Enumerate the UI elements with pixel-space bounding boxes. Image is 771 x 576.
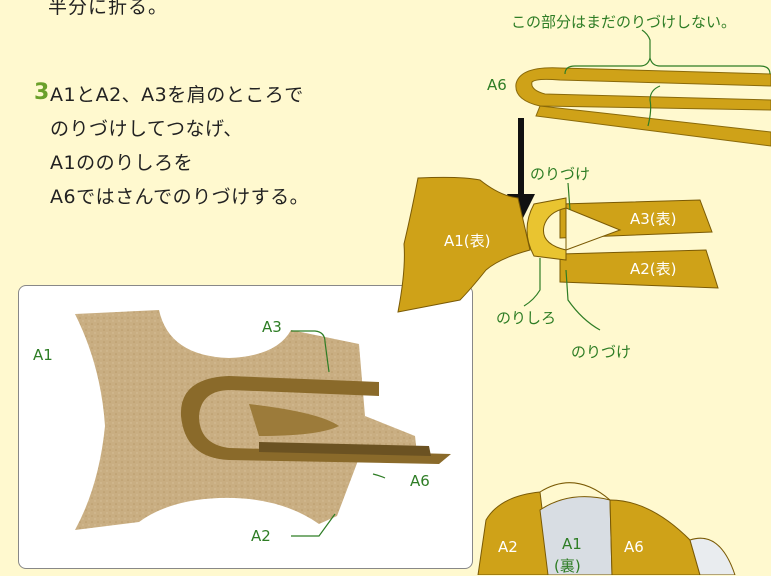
photo-label-a3: A3 <box>262 318 282 336</box>
instruction-fold-half: 半分に折る。 <box>48 0 169 18</box>
label-a3-front: A3(表) <box>630 210 677 228</box>
photo-label-a6: A6 <box>410 472 430 490</box>
photo-label-a2: A2 <box>251 527 271 545</box>
label-a6: A6 <box>487 76 507 94</box>
note-not-glued-yet: この部分はまだのりづけしない。 <box>511 13 737 31</box>
label-a1-front: A1(表) <box>444 232 491 250</box>
step-line-4: A6ではさんでのりづけする。 <box>50 186 310 208</box>
label-glue-top: のりづけ <box>530 165 591 183</box>
photo-label-a1: A1 <box>33 346 53 364</box>
label-a2-front: A2(表) <box>630 260 677 278</box>
diagram-a6-strip <box>515 67 771 111</box>
step-line-2: のりづけしてつなげ、 <box>50 118 243 140</box>
bottom-label-a6: A6 <box>624 538 644 556</box>
diagram-a2-front <box>559 249 719 289</box>
bottom-a2-piece <box>477 491 551 575</box>
step-line-1: A1とA2、A3を肩のところで <box>50 84 304 106</box>
photo-a1-piece <box>75 310 417 530</box>
label-glue-bottom: のりづけ <box>571 343 632 361</box>
cardboard-photo <box>75 310 451 537</box>
bottom-label-a1-back: (裏) <box>554 557 581 575</box>
bottom-label-a2: A2 <box>498 538 518 556</box>
step-line-3: A1ののりしろを <box>50 152 194 174</box>
step-number: 3 <box>34 80 50 105</box>
bottom-label-a1: A1 <box>562 535 582 553</box>
photo-panel: A1 A3 A6 A2 <box>18 285 473 569</box>
diagram-a1-front <box>397 176 531 313</box>
label-glue-margin: のりしろ <box>496 309 557 327</box>
